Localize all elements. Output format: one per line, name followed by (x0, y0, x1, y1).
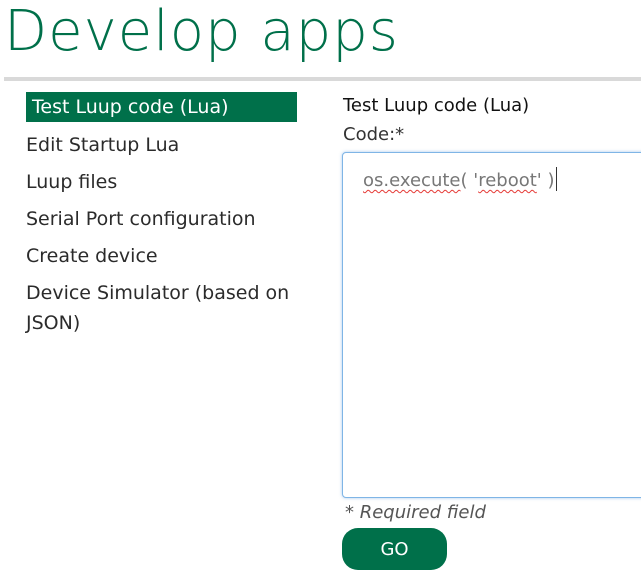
go-button[interactable]: GO (342, 528, 447, 570)
spellcheck-word-reboot: reboot (478, 170, 537, 191)
sidebar-item-edit-startup-lua[interactable]: Edit Startup Lua (26, 134, 180, 156)
code-textarea[interactable]: os.execute( 'reboot' ) (342, 152, 641, 498)
required-field-note: * Required field (345, 502, 486, 523)
sidebar-item-create-device[interactable]: Create device (26, 245, 158, 267)
panel-title: Test Luup code (Lua) (343, 95, 530, 116)
sidebar-item-device-simulator[interactable]: Device Simulator (based on JSON) (26, 282, 290, 334)
sidebar-item-test-luup-code[interactable]: Test Luup code (Lua) (26, 92, 297, 122)
code-text-paren: ( ' (460, 170, 479, 191)
code-text-close: ' ) (536, 170, 555, 191)
title-divider (4, 77, 641, 81)
code-text: os.execute( 'reboot' ) (363, 167, 558, 191)
sidebar-item-serial-port-configuration[interactable]: Serial Port configuration (26, 208, 256, 230)
code-label: Code:* (343, 124, 405, 145)
text-caret (556, 167, 558, 191)
sidebar-item-luup-files[interactable]: Luup files (26, 171, 118, 193)
page-title: Develop apps (4, 0, 399, 64)
spellcheck-word-os-execute: os.execute (363, 170, 461, 191)
sidebar-nav: Test Luup code (Lua) Edit Startup Lua Lu… (26, 92, 316, 345)
